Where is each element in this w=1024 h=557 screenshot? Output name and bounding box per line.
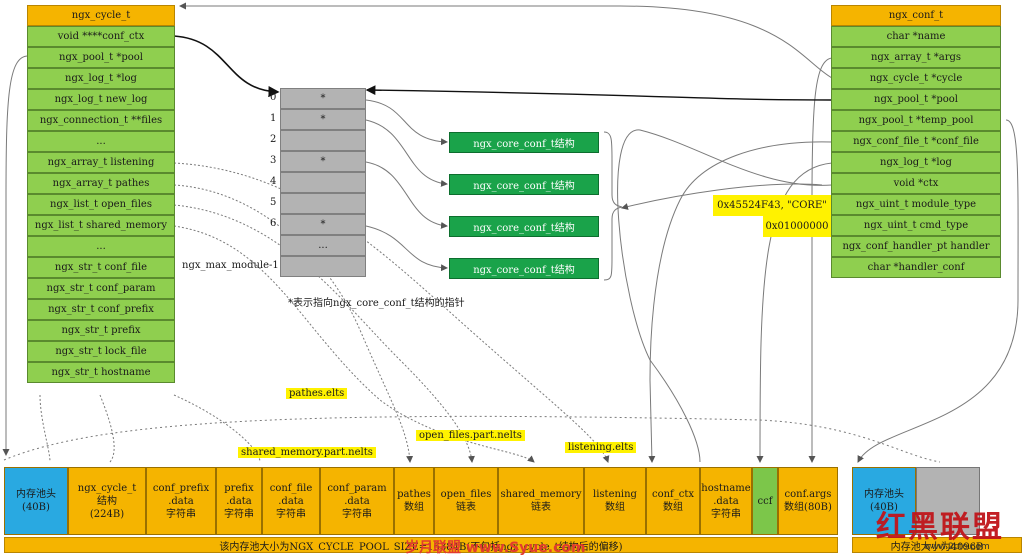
cycle-field: ngx_log_t *log: [27, 68, 175, 89]
pool-block-text: 内存池头 (40B): [16, 489, 56, 513]
ctx-array-cell: ...: [280, 235, 366, 256]
conf-field: char *handler_conf: [831, 257, 1001, 278]
temp-pool-caption: 内存池大小为4096B: [852, 537, 1022, 553]
pool-block-text: pathes 数组: [397, 489, 431, 513]
pool-block-text: conf.args 数组(80B): [784, 489, 832, 513]
ctx-array-cell: [280, 130, 366, 151]
pool-block: ngx_cycle_t 结构 (224B): [68, 467, 146, 535]
conf-field: ngx_log_t *log: [831, 152, 1001, 173]
conf-field: char *name: [831, 26, 1001, 47]
ctx-array-note: *表示指向ngx_core_conf_t结构的指针: [288, 298, 465, 309]
ctx-array-index: 0: [270, 92, 277, 103]
pool-block: conf_ctx 数组: [646, 467, 700, 535]
temp-pool-body: [916, 467, 980, 535]
ctx-array-index: 2: [270, 134, 277, 145]
pool-block: listening 数组: [584, 467, 646, 535]
pool-block: 内存池头 (40B): [4, 467, 68, 535]
cmd-type-value: 0x01000000: [763, 216, 831, 237]
conf-field: ngx_conf_file_t *conf_file: [831, 131, 1001, 152]
conf-title: ngx_conf_t: [831, 5, 1001, 26]
cycle-title: ngx_cycle_t: [27, 5, 175, 26]
ctx-array-index: 3: [270, 155, 277, 166]
conf-field: ngx_cycle_t *cycle: [831, 68, 1001, 89]
cycle-field: ngx_str_t conf_param: [27, 278, 175, 299]
conf-field: ngx_array_t *args: [831, 47, 1001, 68]
shared-memory-nelts-label: shared_memory.part.nelts: [238, 447, 376, 458]
pool-block: open_files 链表: [434, 467, 498, 535]
cycle-field: ...: [27, 131, 175, 152]
pool-caption: 该内存池大小为NGX_CYCLE_POOL_SIZE=16384B(不包括ngx…: [4, 537, 838, 553]
conf-field: ngx_conf_handler_pt handler: [831, 236, 1001, 257]
listening-elts-label: listening.elts: [565, 442, 637, 453]
conf-field: void *ctx: [831, 173, 1001, 194]
ctx-array-cell: [280, 172, 366, 193]
ctx-array-cell: *: [280, 109, 366, 130]
cycle-field: ngx_str_t prefix: [27, 320, 175, 341]
pool-block: shared_memory 链表: [498, 467, 584, 535]
pool-block-text: ngx_cycle_t 结构 (224B): [77, 482, 137, 520]
pool-block: prefix .data 字符串: [216, 467, 262, 535]
pool-block-text: conf_prefix .data 字符串: [152, 482, 210, 520]
pool-block: conf.args 数组(80B): [778, 467, 838, 535]
temp-pool-head: 内存池头 (40B): [852, 467, 916, 535]
pool-block: conf_prefix .data 字符串: [146, 467, 216, 535]
ctx-array-index: ngx_max_module-1: [182, 260, 279, 271]
ctx-array-index: 1: [270, 113, 277, 124]
pool-block-text: conf_param .data 字符串: [327, 482, 387, 520]
open-files-nelts-label: open_files.part.nelts: [416, 430, 525, 441]
cycle-field: ngx_str_t hostname: [27, 362, 175, 383]
ctx-array-index: 4: [270, 176, 277, 187]
ctx-array-cell: *: [280, 214, 366, 235]
pool-block-text: prefix .data 字符串: [224, 482, 254, 520]
cycle-field: ngx_list_t shared_memory: [27, 215, 175, 236]
watermark-url: www.2cto.com: [924, 542, 990, 552]
module-type-value: 0x45524F43, "CORE": [713, 195, 831, 216]
watermark-center: 岁月联盟 www.Syue.com: [405, 540, 586, 556]
pool-block: conf_file .data 字符串: [262, 467, 320, 535]
pool-block-text: open_files 链表: [440, 489, 492, 513]
pool-block-text: ccf: [757, 495, 773, 507]
conf-field: ngx_uint_t cmd_type: [831, 215, 1001, 236]
cycle-field: ngx_log_t new_log: [27, 89, 175, 110]
pool-block: hostname .data 字符串: [700, 467, 752, 535]
pool-block-text: conf_file .data 字符串: [269, 482, 313, 520]
ctx-array-cell: [280, 193, 366, 214]
pool-block: pathes 数组: [394, 467, 434, 535]
conf-field: ngx_pool_t *temp_pool: [831, 110, 1001, 131]
core-conf-struct: ngx_core_conf_t结构: [449, 174, 599, 195]
cycle-field: ngx_str_t conf_file: [27, 257, 175, 278]
ctx-array-cell: [280, 256, 366, 277]
pool-block-text: conf_ctx 数组: [651, 489, 695, 513]
pathes-elts-label: pathes.elts: [286, 388, 348, 399]
cycle-field: ...: [27, 236, 175, 257]
conf-field: ngx_uint_t module_type: [831, 194, 1001, 215]
cycle-field: ngx_array_t listening: [27, 152, 175, 173]
ctx-array-index: 5: [270, 197, 277, 208]
core-conf-struct: ngx_core_conf_t结构: [449, 216, 599, 237]
core-conf-struct: ngx_core_conf_t结构: [449, 132, 599, 153]
pool-block-text: listening 数组: [593, 489, 637, 513]
ctx-array-cell: *: [280, 88, 366, 109]
core-conf-struct: ngx_core_conf_t结构: [449, 258, 599, 279]
cycle-field: ngx_pool_t *pool: [27, 47, 175, 68]
watermark-logo: 红黑联盟: [876, 510, 1004, 545]
pool-block: ccf: [752, 467, 778, 535]
ctx-array-cell: *: [280, 151, 366, 172]
cycle-field: ngx_connection_t **files: [27, 110, 175, 131]
cycle-field: ngx_list_t open_files: [27, 194, 175, 215]
temp-pool-head-text: 内存池头 (40B): [864, 489, 904, 513]
pool-block-text: shared_memory 链表: [500, 489, 582, 513]
cycle-field: void ****conf_ctx: [27, 26, 175, 47]
cycle-field: ngx_array_t pathes: [27, 173, 175, 194]
cycle-field: ngx_str_t conf_prefix: [27, 299, 175, 320]
pool-block: conf_param .data 字符串: [320, 467, 394, 535]
pool-block-text: hostname .data 字符串: [701, 482, 751, 520]
ctx-array-index: 6: [270, 218, 277, 229]
conf-field: ngx_pool_t *pool: [831, 89, 1001, 110]
cycle-field: ngx_str_t lock_file: [27, 341, 175, 362]
